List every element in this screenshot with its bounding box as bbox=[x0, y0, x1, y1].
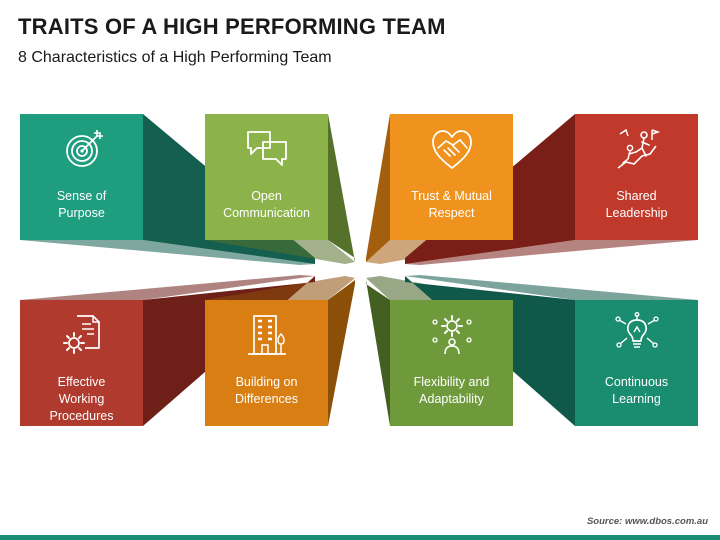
card-edge-shard bbox=[20, 275, 315, 300]
card-side-panel bbox=[366, 114, 390, 262]
trait-label: Trust & Mutual Respect bbox=[411, 189, 492, 220]
trait-card: Sense of Purpose bbox=[20, 114, 143, 240]
page-title: TRAITS OF A HIGH PERFORMING TEAM bbox=[18, 14, 446, 39]
trait-label: Sense of Purpose bbox=[56, 189, 107, 220]
person-gear-icon bbox=[431, 315, 472, 355]
card-edge-shard bbox=[205, 240, 355, 264]
trait-label: Flexibility and Adaptability bbox=[413, 375, 490, 406]
lightbulb-network-icon bbox=[614, 312, 659, 348]
trait-label: Shared Leadership bbox=[605, 189, 668, 220]
trait-card: Building on Differences bbox=[205, 300, 328, 426]
gear-document-icon bbox=[62, 315, 100, 354]
page-subtitle: 8 Characteristics of a High Performing T… bbox=[18, 49, 332, 66]
trait-card: Open Communication bbox=[205, 114, 328, 240]
speech-bubbles-icon bbox=[246, 131, 287, 166]
trait-card: Continuous Learning bbox=[575, 300, 698, 426]
card-edge-shard bbox=[20, 240, 315, 265]
trait-card: Flexibility and Adaptability bbox=[390, 300, 513, 426]
trait-label: Continuous Learning bbox=[604, 375, 669, 406]
trait-card: Effective Working Procedures bbox=[20, 300, 143, 426]
card-side-panel bbox=[328, 280, 355, 426]
card-side-panel bbox=[328, 114, 355, 262]
trait-label: Building on Differences bbox=[235, 375, 298, 406]
card-edge-shard bbox=[405, 275, 698, 300]
card-side-panel bbox=[366, 280, 390, 426]
trait-card: Shared Leadership bbox=[575, 114, 698, 240]
card-edge-shard bbox=[405, 240, 698, 265]
climbing-team-icon bbox=[617, 128, 660, 169]
building-icon bbox=[247, 315, 286, 355]
trait-label: Effective Working Procedures bbox=[49, 375, 114, 423]
heart-handshake-icon bbox=[431, 130, 472, 169]
source-credit: Source: www.dbos.com.au bbox=[586, 516, 708, 527]
trait-label: Open Communication bbox=[223, 189, 310, 220]
bottom-accent-bar bbox=[0, 535, 720, 540]
card-edge-shard bbox=[205, 276, 355, 300]
target-icon bbox=[65, 130, 103, 167]
trait-card: Trust & Mutual Respect bbox=[390, 114, 513, 240]
